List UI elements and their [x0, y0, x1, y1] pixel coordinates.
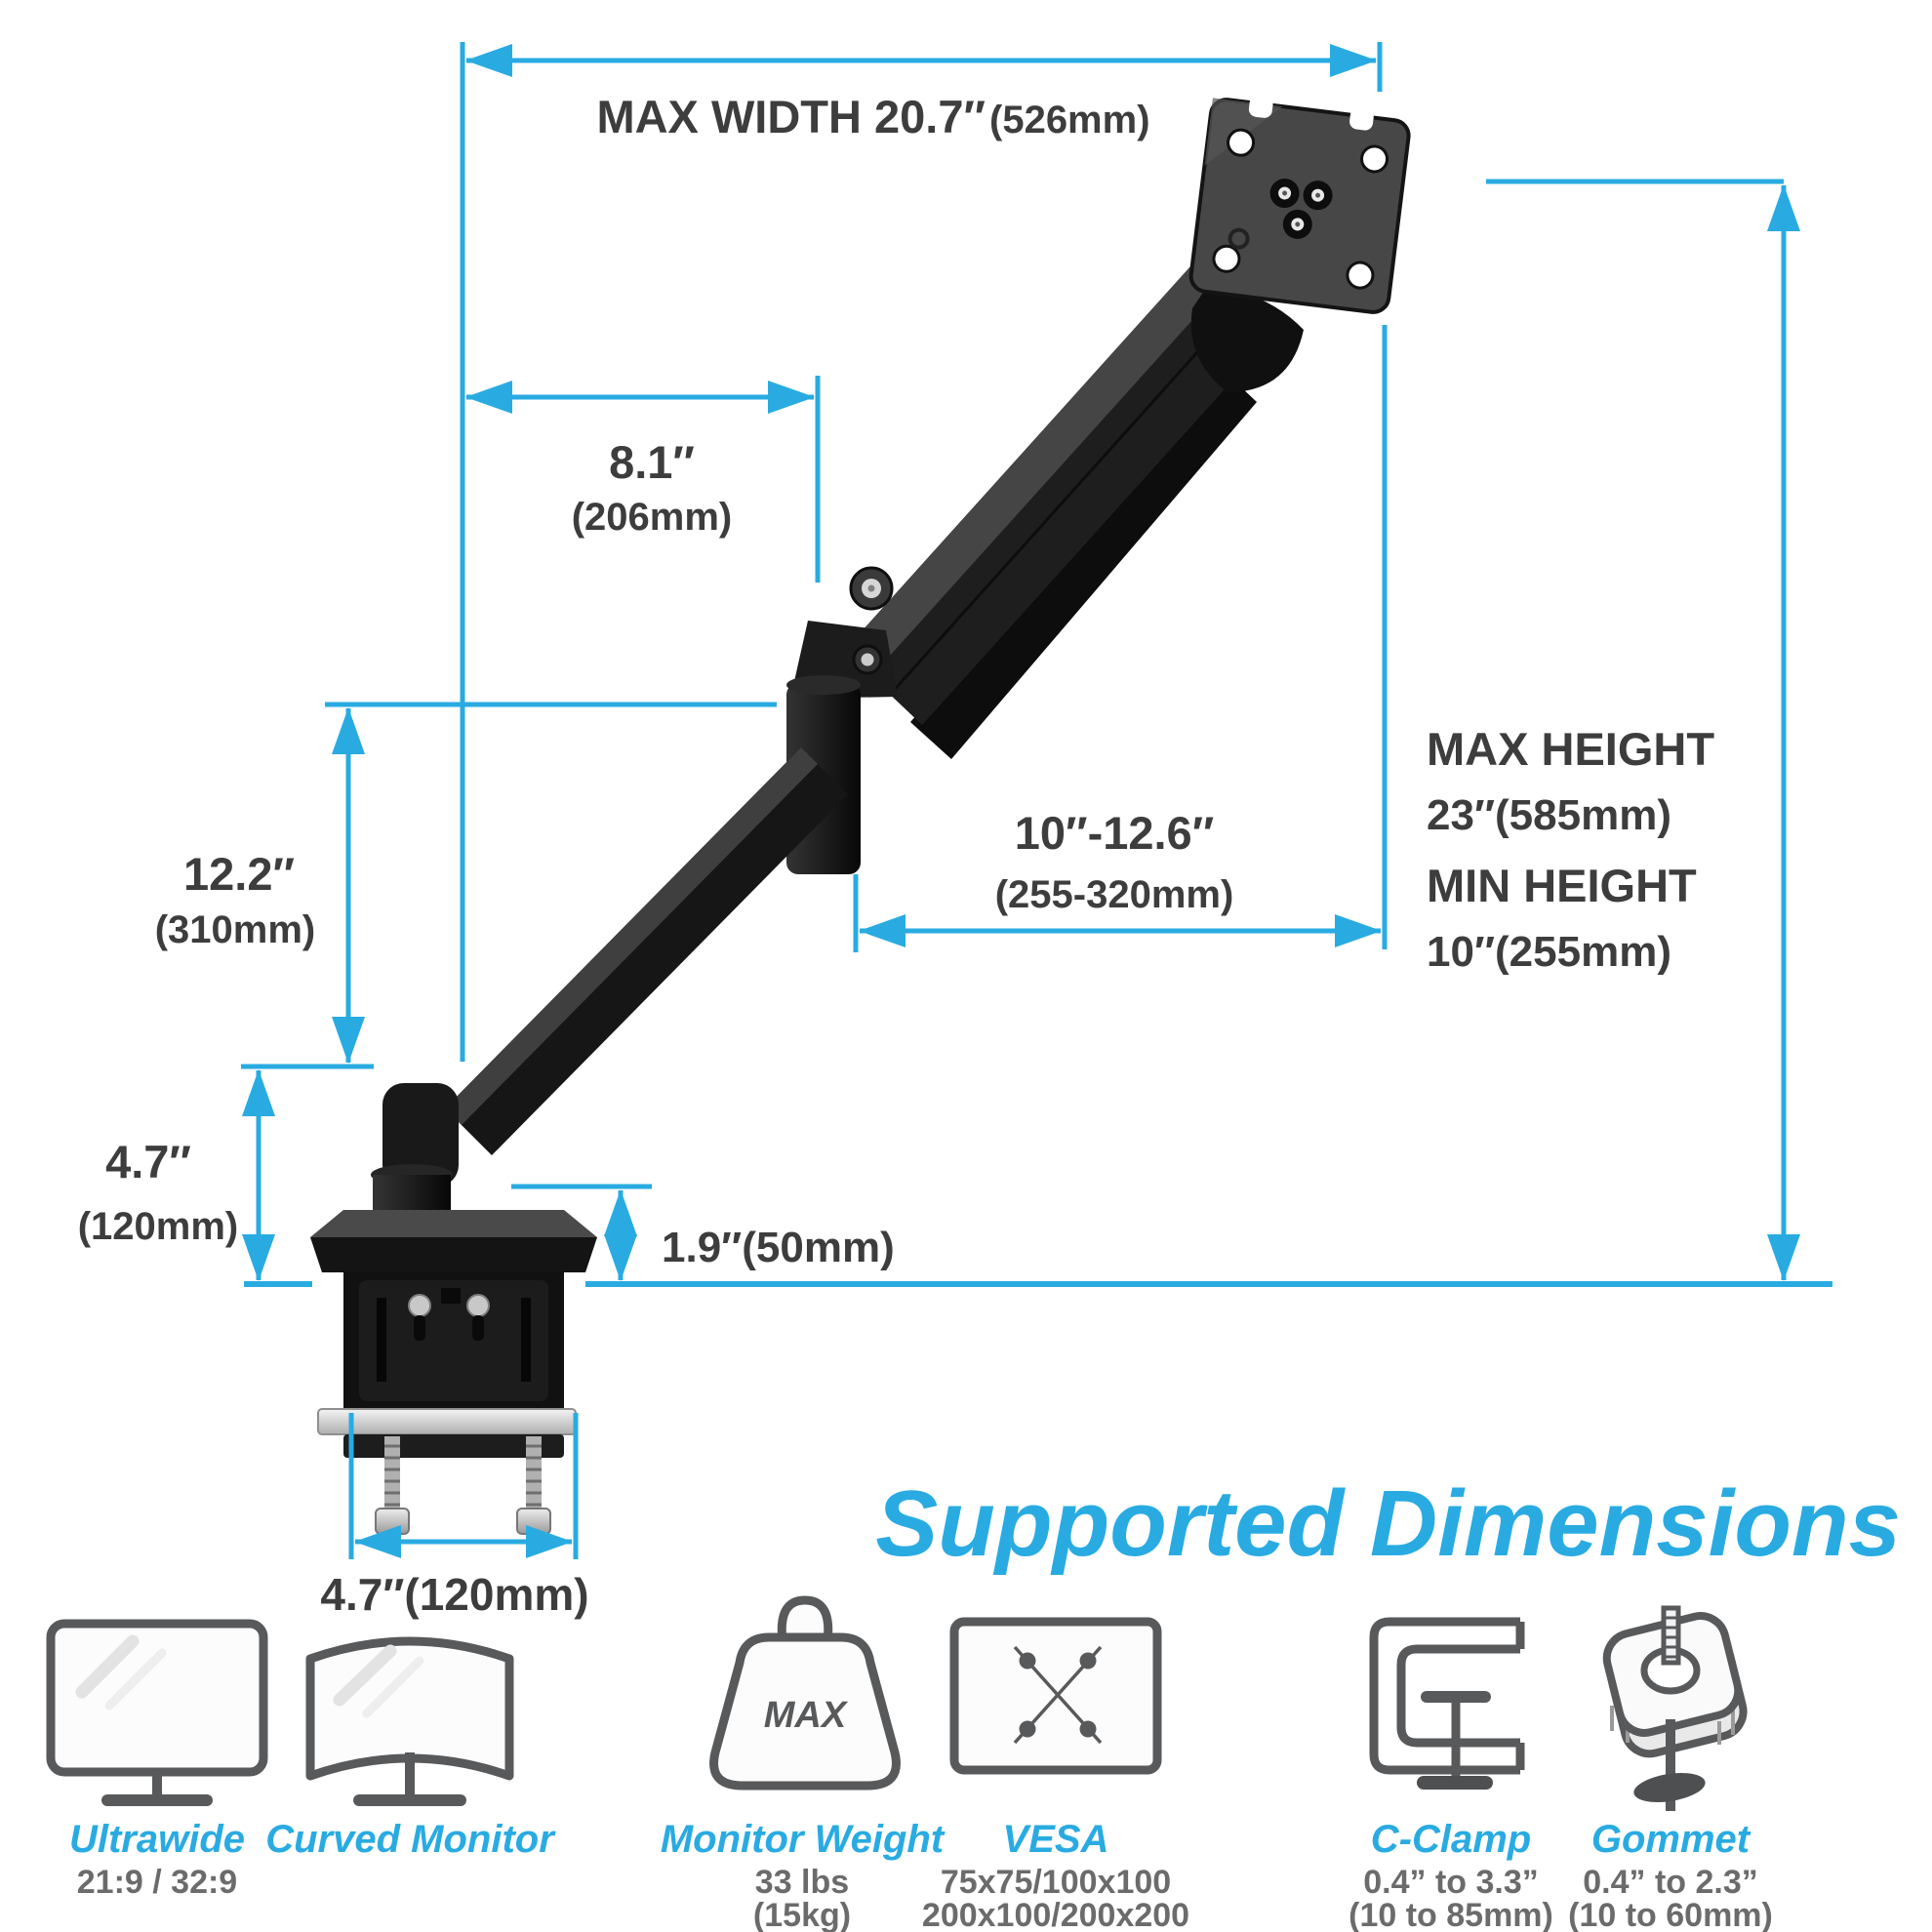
vesa-sizes-1: 75x75/100x100	[941, 1864, 1171, 1901]
min-height-value: 10″(255mm)	[1427, 928, 1671, 976]
extension-paren: (255-320mm)	[995, 873, 1234, 916]
clamp-rail	[317, 1408, 577, 1435]
grommet-label: Gommet	[1591, 1818, 1751, 1861]
clamp-width-label: 4.7″(120mm)	[320, 1569, 588, 1620]
extension-label: 10″-12.6″	[1015, 807, 1214, 859]
lower-arm-beam	[445, 747, 848, 1155]
monitor-weight-icon: MAX	[709, 1595, 901, 1791]
monitor-weight-lbs: 33 lbs	[755, 1864, 849, 1901]
c-clamp-range-mm: (10 to 85mm)	[1348, 1897, 1553, 1932]
max-height-label: MAX HEIGHT	[1427, 723, 1714, 775]
weight-max-badge: MAX	[764, 1695, 849, 1736]
lower-arm-highlight	[445, 747, 818, 1125]
c-clamp-icon	[1369, 1617, 1525, 1790]
curved-monitor-icon	[305, 1636, 514, 1806]
c-clamp-label: C-Clamp	[1371, 1818, 1531, 1861]
riser-paren: (310mm)	[155, 908, 316, 951]
max-width-paren: (526mm)	[989, 99, 1150, 141]
reach-paren: (206mm)	[572, 496, 733, 539]
section-title: Supported Dimensions	[875, 1471, 1901, 1576]
post-height-label: 1.9″(50mm)	[662, 1224, 895, 1271]
grommet-range-in: 0.4” to 2.3”	[1583, 1864, 1758, 1901]
base-height-label: 4.7″	[105, 1136, 191, 1187]
reach-label: 8.1″	[609, 436, 695, 488]
supported-icons-row: Ultrawide 21:9 / 32:9 Curved Monitor MAX…	[46, 1595, 1773, 1932]
clamp-stud	[466, 1294, 490, 1317]
vesa-plate	[1188, 95, 1411, 314]
monitor-arm-illustration	[310, 95, 1411, 1535]
curved-monitor-label: Curved Monitor	[265, 1818, 556, 1861]
gas-spring-housing	[910, 369, 1257, 759]
vesa-label: VESA	[1003, 1818, 1109, 1861]
desk-clamp	[310, 1210, 597, 1535]
riser-label: 12.2″	[183, 848, 295, 900]
grommet-mount-icon	[1602, 1605, 1748, 1811]
vesa-hole	[1346, 261, 1375, 290]
grommet-range-mm: (10 to 60mm)	[1568, 1897, 1773, 1932]
clamp-screw	[375, 1436, 410, 1535]
vesa-pattern-icon	[949, 1617, 1162, 1775]
max-height-value: 23″(585mm)	[1427, 791, 1671, 839]
vesa-hole	[1227, 128, 1256, 157]
monitor-weight-kg: (15kg)	[753, 1897, 851, 1932]
ultrawide-monitor-icon	[46, 1619, 268, 1806]
ultrawide-ratio: 21:9 / 32:9	[77, 1864, 237, 1901]
ultrawide-label: Ultrawide	[69, 1818, 245, 1861]
upper-arm-highlight	[844, 256, 1228, 676]
min-height-label: MIN HEIGHT	[1427, 860, 1697, 911]
c-clamp-range-in: 0.4” to 3.3”	[1363, 1864, 1539, 1901]
clamp-stud	[408, 1294, 431, 1317]
vesa-hole	[1212, 244, 1241, 273]
vesa-sizes-2: 200x100/200x200	[922, 1897, 1189, 1932]
max-width-label: MAX WIDTH 20.7″	[596, 91, 986, 142]
vesa-center-screws	[1269, 179, 1333, 239]
monitor-weight-label: Monitor Weight	[661, 1818, 946, 1861]
base-height-paren: (120mm)	[78, 1205, 239, 1248]
arm-head-neck	[1190, 285, 1304, 392]
upper-arm-beam	[844, 256, 1278, 725]
lower-arm-bend	[382, 1083, 459, 1187]
dimension-lines	[241, 42, 1832, 1559]
vesa-hole	[1360, 144, 1389, 174]
